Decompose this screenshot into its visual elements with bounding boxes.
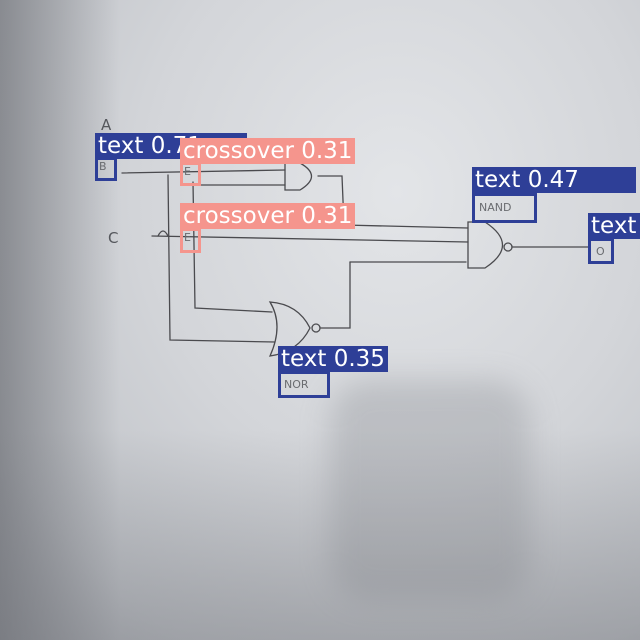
shadow-blob — [330, 380, 530, 600]
detected-e-mid-text: E — [184, 231, 191, 244]
text-detection-box-output: O — [588, 238, 614, 264]
shadow-bottom — [0, 430, 640, 640]
input-a-text: A — [101, 116, 112, 134]
wire-nor-out — [319, 261, 351, 329]
crossover-label-middle: crossover 0.31 — [180, 203, 356, 229]
detected-nand-text: NAND — [479, 201, 512, 214]
and-gate-top — [284, 162, 313, 191]
crossover-label-top: crossover 0.31 — [180, 138, 356, 164]
detected-nor-text: NOR — [284, 378, 309, 391]
crossover-box-top: E — [180, 162, 201, 186]
wire-top-gate-out — [317, 175, 469, 229]
nand-gate-shape — [467, 221, 503, 269]
text-detection-box-nor: NOR — [278, 371, 330, 398]
wire-e-drop — [192, 181, 273, 313]
nor-gate-bubble — [311, 323, 321, 333]
wire-b-drop — [167, 174, 276, 343]
wire-c-rail — [151, 235, 469, 243]
nand-gate-bubble — [503, 242, 513, 252]
shadow-left — [0, 0, 120, 640]
wire-b-rail — [121, 169, 286, 174]
text-detection-label-nor: text 0.35 — [278, 346, 388, 372]
detected-output-text: O — [596, 245, 605, 258]
text-detection-box-nand: NAND — [472, 193, 537, 223]
detected-b-text: B — [99, 160, 107, 173]
text-detection-label-output: text — [588, 213, 640, 239]
text-detection-box-b: B — [95, 157, 117, 181]
crossover-box-middle: E — [180, 228, 201, 253]
text-detection-label-nand: text 0.47 — [472, 167, 636, 193]
detected-e-top-text: E — [184, 165, 191, 178]
wire-crossover-hop — [157, 230, 169, 237]
input-c-text: C — [108, 229, 118, 247]
